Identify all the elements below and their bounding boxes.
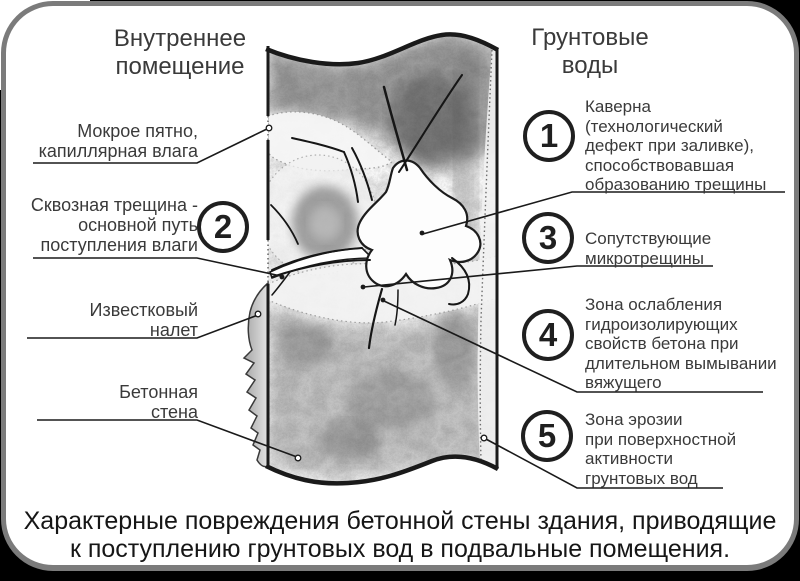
title-groundwater: Грунтовые воды	[531, 24, 649, 79]
label-erosion-zone: Зона эрозии при поверхностной активности…	[585, 410, 737, 488]
title-interior: Внутреннее помещение	[113, 25, 247, 80]
label-through-crack: Сквозная трещина - основной путь поступл…	[30, 195, 198, 255]
label-wet-spot: Мокрое пятно, капиллярная влага	[38, 121, 198, 161]
label-lime-deposit: Известковый налет	[89, 300, 198, 340]
badge-4: 4	[522, 309, 574, 361]
label-microcracks: Сопутствующие микротрещины	[585, 229, 712, 268]
label-cavern: Каверна (технологический дефект при зали…	[585, 97, 767, 194]
badge-1: 1	[523, 110, 575, 162]
label-concrete-wall: Бетонная стена	[119, 382, 198, 422]
badge-5: 5	[521, 410, 573, 462]
label-weakening-zone: Зона ослабления гидроизолирующих свойств…	[585, 295, 777, 392]
badge-2: 2	[197, 201, 249, 253]
caption: Характерные повреждения бетонной стены з…	[23, 507, 777, 563]
badge-3: 3	[522, 212, 574, 264]
